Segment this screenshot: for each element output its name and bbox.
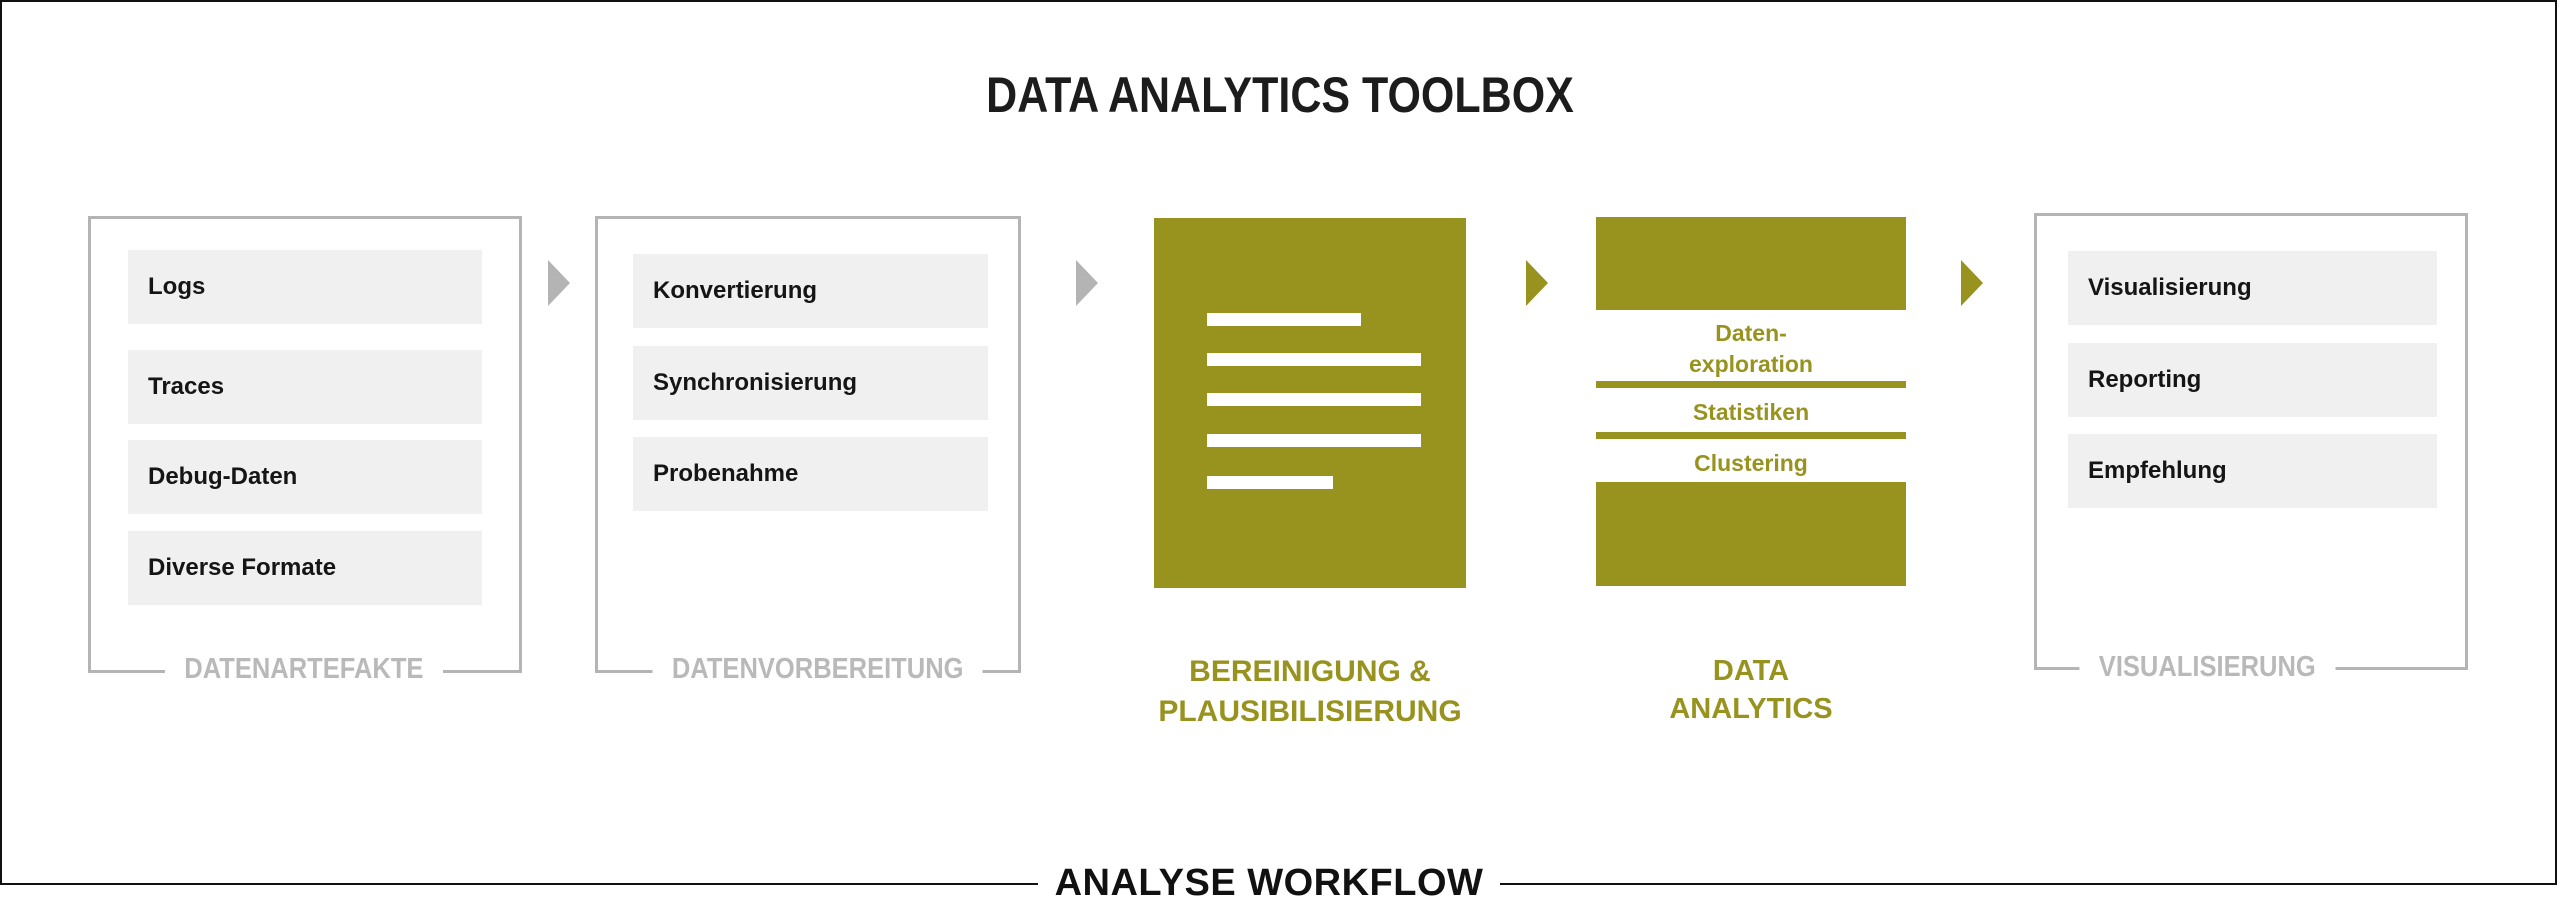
- method-statistiken: Statistiken: [1692, 399, 1810, 425]
- method-line: Daten-: [1715, 320, 1787, 346]
- item-probenahme: Probenahme: [633, 437, 988, 511]
- method-datenexploration: Daten- exploration: [1596, 318, 1906, 380]
- stage-label-analytics: DATA ANALYTICS: [1596, 652, 1906, 728]
- arrow-right-icon: [1526, 260, 1548, 306]
- document-line: [1207, 434, 1421, 447]
- item-konvertierung: Konvertierung: [633, 254, 988, 328]
- footer-title: ANALYSE WORKFLOW: [1054, 862, 1484, 904]
- analytics-top-block: [1596, 217, 1906, 310]
- item-traces: Traces: [128, 350, 482, 424]
- analytics-bottom-block: [1596, 482, 1906, 586]
- method-line: exploration: [1689, 351, 1813, 377]
- item-empfehlung: Empfehlung: [2068, 434, 2437, 508]
- document-line: [1207, 353, 1421, 366]
- stage-label-datenvorbereitung: DATENVORBEREITUNG: [652, 653, 983, 686]
- item-debug-daten: Debug-Daten: [128, 440, 482, 514]
- item-logs: Logs: [128, 250, 482, 324]
- document-icon: [1154, 218, 1466, 588]
- stage-label-line: ANALYTICS: [1669, 693, 1833, 725]
- stage-label-datenartefakte: DATENARTEFAKTE: [164, 653, 443, 686]
- stage-label-visualisierung: VISUALISIERUNG: [2079, 651, 2336, 684]
- stage-label-bereinigung: BEREINIGUNG & PLAUSIBILISIERUNG: [1140, 652, 1480, 732]
- arrow-right-icon: [1076, 260, 1098, 306]
- stage-label-line: PLAUSIBILISIERUNG: [1158, 695, 1462, 728]
- document-line: [1207, 476, 1333, 489]
- item-visualisierung: Visualisierung: [2068, 251, 2437, 325]
- method-divider: [1596, 381, 1906, 388]
- item-synchronisierung: Synchronisierung: [633, 346, 988, 420]
- footer-gap: [1038, 870, 1500, 900]
- item-diverse-formate: Diverse Formate: [128, 531, 482, 605]
- document-line: [1207, 393, 1421, 406]
- arrow-right-icon: [548, 260, 570, 306]
- method-divider: [1596, 432, 1906, 439]
- document-line: [1207, 313, 1361, 326]
- item-reporting: Reporting: [2068, 343, 2437, 417]
- stage-label-line: DATA: [1712, 655, 1790, 687]
- arrow-right-icon: [1961, 260, 1983, 306]
- diagram-title: DATA ANALYTICS TOOLBOX: [986, 67, 1574, 123]
- method-clustering: Clustering: [1694, 450, 1808, 476]
- stage-label-line: BEREINIGUNG &: [1189, 655, 1431, 688]
